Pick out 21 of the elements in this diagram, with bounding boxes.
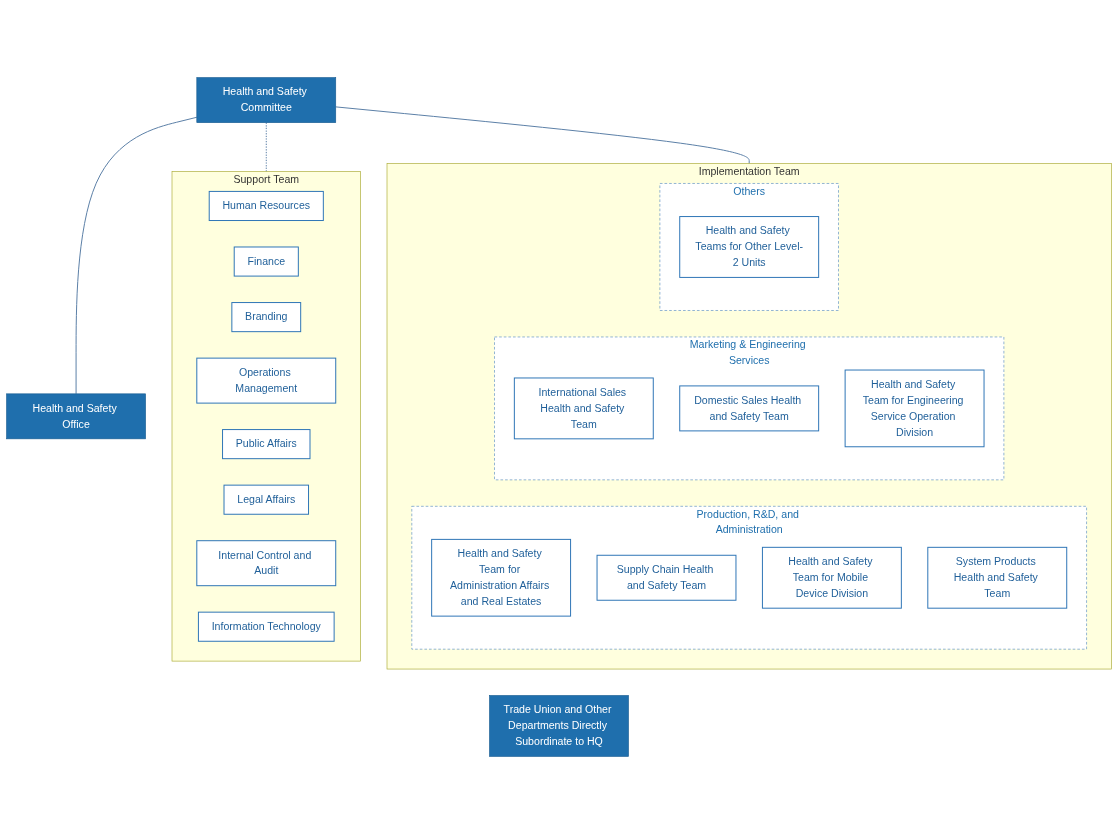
- connector: [335, 106, 750, 165]
- node-box: Health and Safety Team for Administration Affairs and Real Estates: [431, 538, 572, 617]
- node-box: Health and Safety Team for Engineering Service Operation Division: [844, 369, 985, 448]
- node-box: System Products Health and Safety Team: [927, 546, 1068, 609]
- node-box: Human Resources: [208, 190, 324, 221]
- node-box: Internal Control and Audit: [196, 540, 337, 587]
- node-box: Health and Safety Committee: [196, 77, 337, 123]
- node-box: Public Affairs: [222, 429, 311, 460]
- node-box: International Sales Health and Safety Team: [513, 377, 654, 440]
- node-box: Finance: [233, 246, 299, 277]
- node-box: Information Technology: [197, 611, 335, 642]
- node-box: Health and Safety Team for Mobile Device Division: [761, 546, 902, 609]
- node-box: Branding: [231, 302, 302, 333]
- node-box: Health and Safety Teams for Other Level-2 Units: [679, 216, 820, 278]
- node-box: Domestic Sales Health and Safety Team: [679, 385, 820, 432]
- node-box: Trade Union and Other Departments Directly Subordinate to HQ: [489, 695, 629, 757]
- node-box: Health and Safety Office: [6, 393, 146, 440]
- node-box: Legal Affairs: [223, 484, 310, 515]
- node-box: Supply Chain Health and Safety Team: [596, 554, 737, 601]
- node-box: Operations Management: [196, 357, 337, 404]
- connector: [75, 116, 198, 395]
